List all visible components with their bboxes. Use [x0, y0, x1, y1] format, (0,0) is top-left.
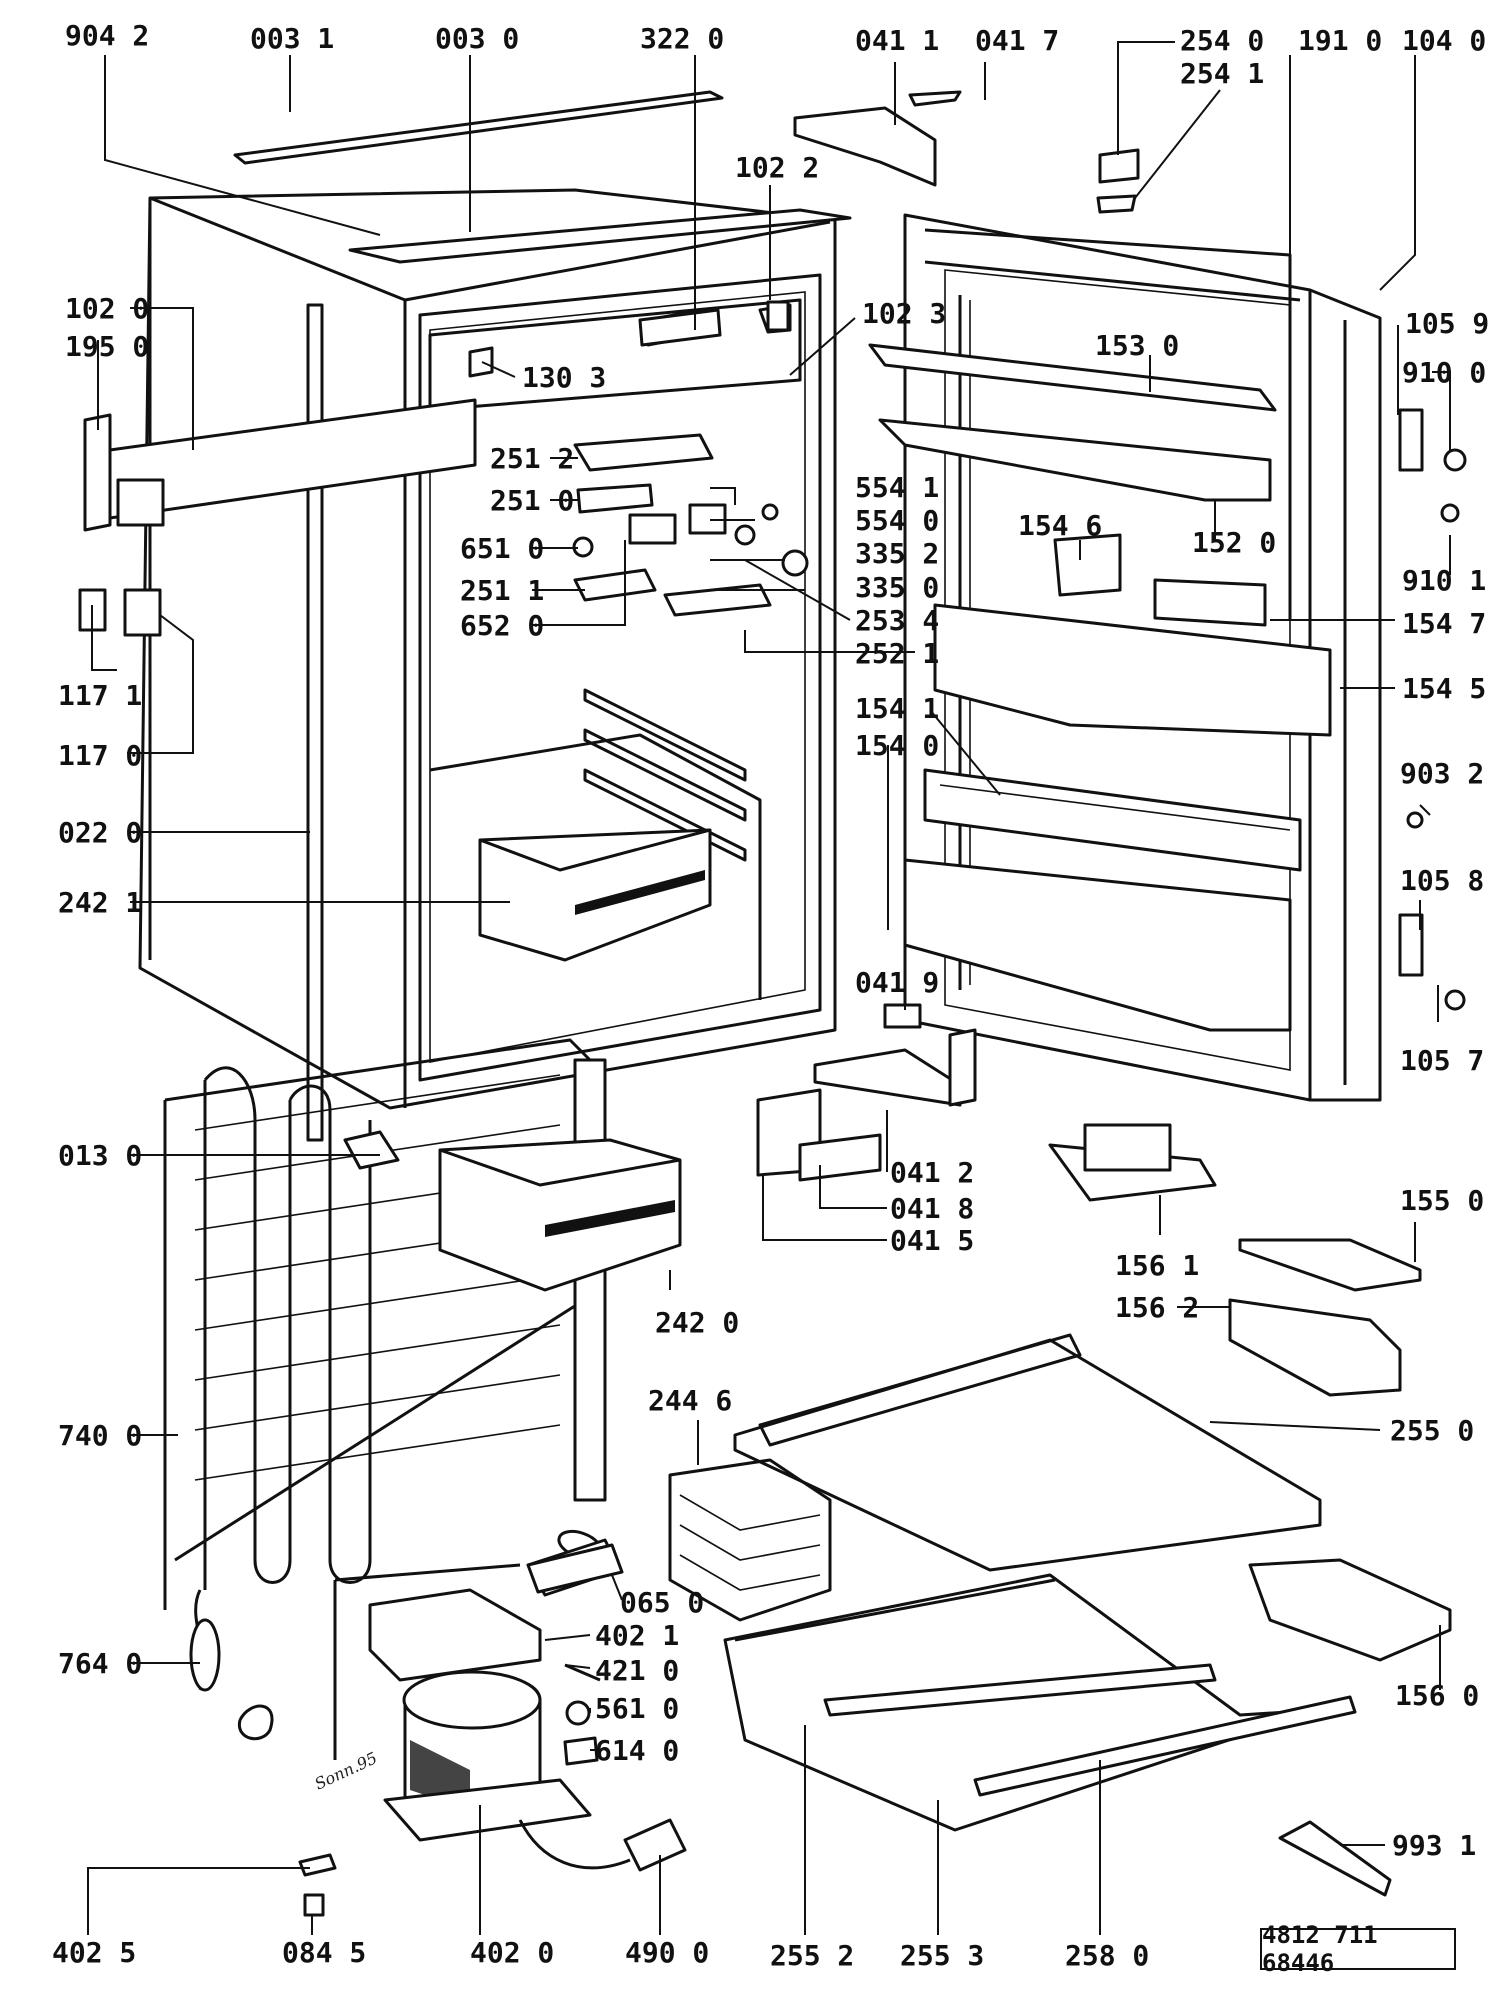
- label-402-0: 402 0: [470, 1936, 554, 1969]
- label-335-2: 335 2: [855, 537, 939, 570]
- label-041-5: 041 5: [890, 1224, 974, 1257]
- label-041-8: 041 8: [890, 1192, 974, 1225]
- label-084-5: 084 5: [282, 1936, 366, 1969]
- label-154-0: 154 0: [855, 729, 939, 762]
- label-614-0: 614 0: [595, 1734, 679, 1767]
- label-910-1: 910 1: [1402, 564, 1486, 597]
- label-041-1: 041 1: [855, 24, 939, 57]
- label-065-0: 065 0: [620, 1586, 704, 1619]
- label-554-0: 554 0: [855, 504, 939, 537]
- label-022-0: 022 0: [58, 816, 142, 849]
- label-156-2: 156 2: [1115, 1291, 1199, 1324]
- label-195-0: 195 0: [65, 330, 149, 363]
- label-561-0: 561 0: [595, 1692, 679, 1725]
- label-258-0: 258 0: [1065, 1939, 1149, 1972]
- part-labels: 904 2 003 1 003 0 322 0 041 1 041 7 254 …: [52, 19, 1489, 1972]
- label-102-0: 102 0: [65, 292, 149, 325]
- label-252-1: 252 1: [855, 637, 939, 670]
- label-013-0: 013 0: [58, 1139, 142, 1172]
- label-154-1: 154 1: [855, 692, 939, 725]
- label-244-6: 244 6: [648, 1384, 732, 1417]
- label-154-5: 154 5: [1402, 672, 1486, 705]
- label-155-0: 155 0: [1400, 1184, 1484, 1217]
- door: [756, 90, 1467, 1182]
- label-102-3: 102 3: [862, 297, 946, 330]
- label-156-0: 156 0: [1395, 1679, 1479, 1712]
- label-554-1: 554 1: [855, 471, 939, 504]
- label-102-2: 102 2: [735, 151, 819, 184]
- label-255-3: 255 3: [900, 1939, 984, 1972]
- label-764-0: 764 0: [58, 1647, 142, 1680]
- label-254-1: 254 1: [1180, 57, 1264, 90]
- label-993-1: 993 1: [1392, 1829, 1476, 1862]
- label-651-0: 651 0: [460, 532, 544, 565]
- label-191-0: 191 0: [1298, 24, 1382, 57]
- label-903-2: 903 2: [1400, 757, 1484, 790]
- label-104-0: 104 0: [1402, 24, 1486, 57]
- label-255-0: 255 0: [1390, 1414, 1474, 1447]
- label-910-0: 910 0: [1402, 356, 1486, 389]
- label-335-0: 335 0: [855, 571, 939, 604]
- label-242-0: 242 0: [655, 1306, 739, 1339]
- label-255-2: 255 2: [770, 1939, 854, 1972]
- label-105-9: 105 9: [1405, 307, 1489, 340]
- label-490-0: 490 0: [625, 1936, 709, 1969]
- cabinet: [78, 90, 852, 1142]
- label-154-6: 154 6: [1018, 509, 1102, 542]
- label-117-0: 117 0: [58, 739, 142, 772]
- label-402-1: 402 1: [595, 1619, 679, 1652]
- label-041-2: 041 2: [890, 1156, 974, 1189]
- label-322-0: 322 0: [640, 22, 724, 55]
- label-421-0: 421 0: [595, 1654, 679, 1687]
- label-105-7: 105 7: [1400, 1044, 1484, 1077]
- label-402-5: 402 5: [52, 1936, 136, 1969]
- label-251-1: 251 1: [460, 574, 544, 607]
- label-153-0: 153 0: [1095, 329, 1179, 362]
- accessories: [343, 1123, 1452, 1897]
- label-152-0: 152 0: [1192, 526, 1276, 559]
- label-251-2: 251 2: [490, 442, 574, 475]
- label-117-1: 117 1: [58, 679, 142, 712]
- leader-lines: [87, 41, 1451, 1935]
- label-156-1: 156 1: [1115, 1249, 1199, 1282]
- label-740-0: 740 0: [58, 1419, 142, 1452]
- label-253-4: 253 4: [855, 604, 939, 637]
- label-041-9: 041 9: [855, 966, 939, 999]
- label-003-0: 003 0: [435, 22, 519, 55]
- label-041-7: 041 7: [975, 24, 1059, 57]
- label-154-7: 154 7: [1402, 607, 1486, 640]
- label-242-1: 242 1: [58, 886, 142, 919]
- label-003-1: 003 1: [250, 22, 334, 55]
- label-130-3: 130 3: [522, 361, 606, 394]
- label-251-0: 251 0: [490, 484, 574, 517]
- condenser: [163, 1038, 607, 1741]
- label-652-0: 652 0: [460, 609, 544, 642]
- document-code: 4812 711 68446: [1260, 1921, 1456, 1977]
- label-254-0: 254 0: [1180, 24, 1264, 57]
- handwritten-note: Sonn.95: [312, 1748, 380, 1793]
- label-904-2: 904 2: [65, 19, 149, 52]
- label-105-8: 105 8: [1400, 864, 1484, 897]
